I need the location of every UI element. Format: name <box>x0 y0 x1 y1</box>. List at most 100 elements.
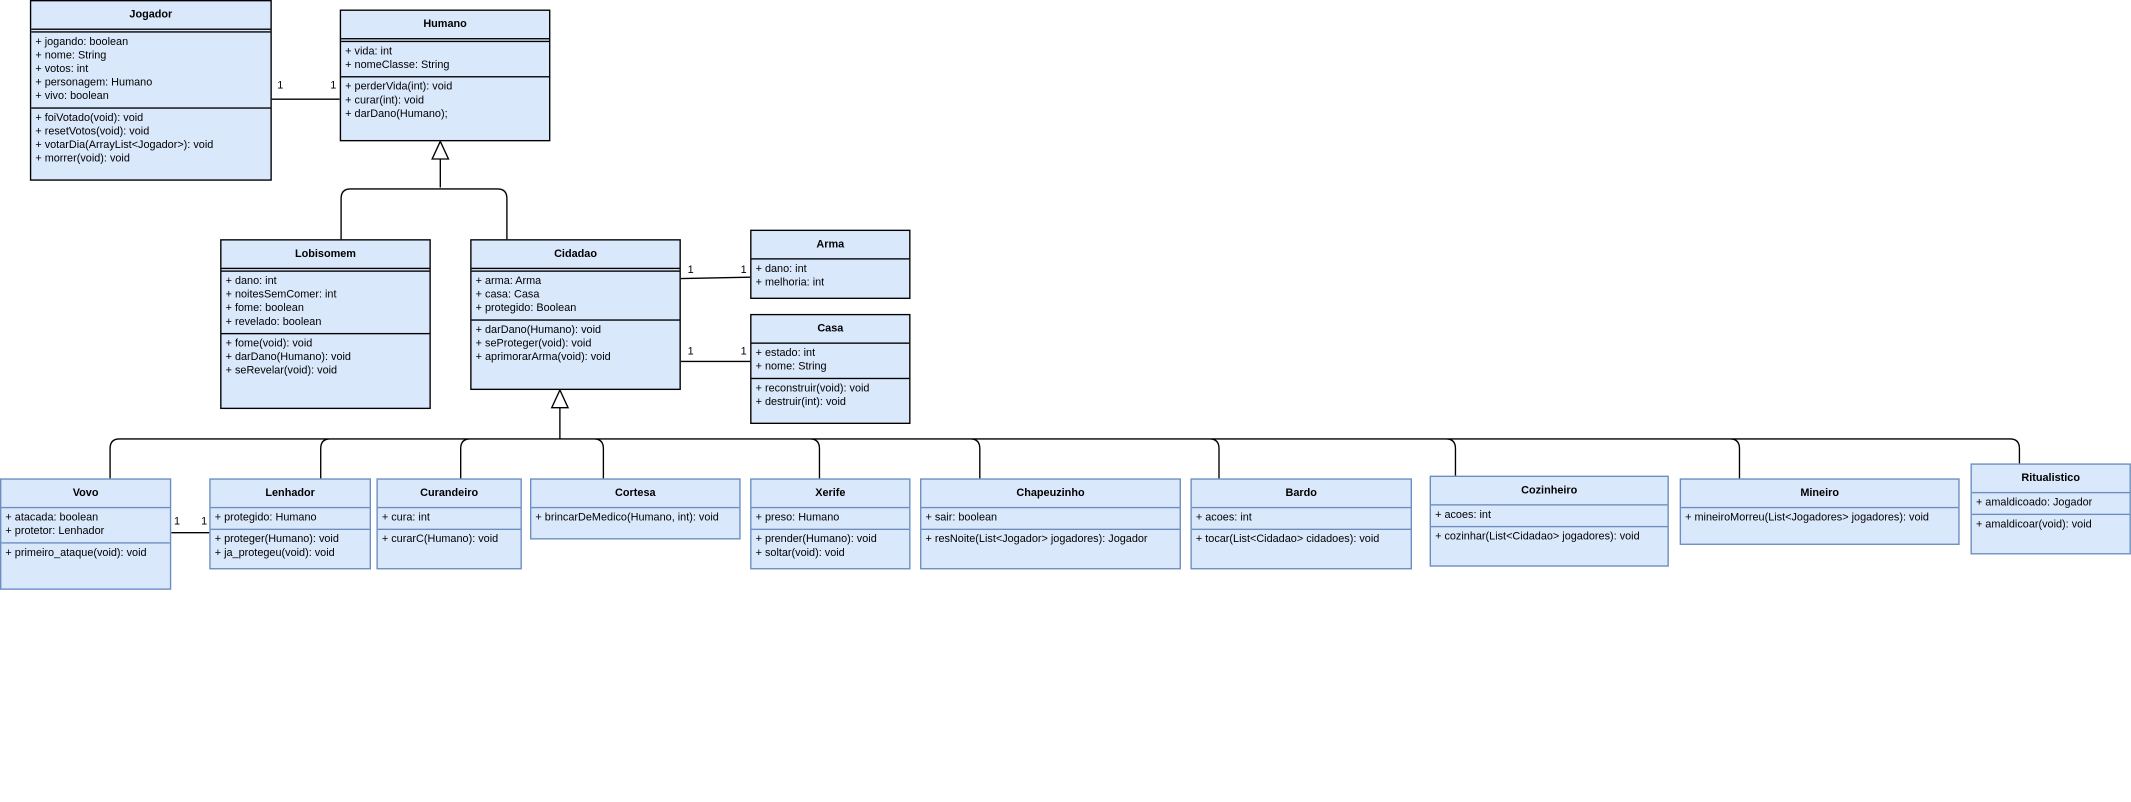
attribute: + arma: Arma <box>475 274 542 287</box>
class-casa[interactable]: Casa + estado: int + nome: String + reco… <box>750 313 911 424</box>
attribute: + vivo: boolean <box>35 89 109 102</box>
method: + resetVotos(void): void <box>35 125 150 138</box>
attribute: + cura: int <box>381 510 430 524</box>
attribute: + revelado: boolean <box>225 315 322 328</box>
method: + tocar(List<Cidadao> cidadoes): void <box>1195 532 1380 545</box>
attribute-list: + sair: boolean <box>921 508 1179 528</box>
attribute: + atacada: boolean <box>5 510 99 524</box>
attribute: + dano: int <box>225 274 277 287</box>
attribute: + protegido: Boolean <box>475 301 577 314</box>
class-xerife[interactable]: Xerife + preso: Humano + prender(Humano)… <box>750 478 911 570</box>
attribute: + protetor: Lenhador <box>5 524 105 537</box>
class-arma[interactable]: Arma + dano: int + melhoria: int <box>750 229 911 299</box>
class-name: Casa <box>817 322 844 335</box>
method: + votarDia(ArrayList<Jogador>): void <box>35 138 214 151</box>
method: + ja_protegeu(void): void <box>214 546 335 559</box>
class-name: Cortesa <box>615 486 656 499</box>
attribute-list: + vida: int + nomeClasse: String <box>341 42 549 76</box>
multiplicity-label: 1 <box>330 78 337 92</box>
class-cidadao[interactable]: Cidadao + arma: Arma + casa: Casa + prot… <box>470 239 681 391</box>
attribute: + nome: String <box>755 360 827 373</box>
method: + resNoite(List<Jogador> jogadores): Jog… <box>925 532 1148 545</box>
attribute: + preso: Humano <box>755 510 840 524</box>
class-mineiro[interactable]: Mineiro + mineiroMorreu(List<Jogadores> … <box>1679 478 1960 545</box>
method: + darDano(Humano): void <box>225 350 351 363</box>
method: + curar(int): void <box>345 93 425 106</box>
multiplicity-label: 1 <box>740 345 747 358</box>
class-lenhador[interactable]: Lenhador + protegido: Humano + proteger(… <box>209 478 371 570</box>
attribute-list: + jogando: boolean + nome: String + voto… <box>31 33 270 108</box>
method: + foiVotado(void): void <box>35 111 144 124</box>
method: + cozinhar(List<Cidadao> jogadores): voi… <box>1435 529 1640 543</box>
class-cortesa[interactable]: Cortesa + brincarDeMedico(Humano, int): … <box>529 478 741 540</box>
class-jogador[interactable]: Jogador + jogando: boolean + nome: Strin… <box>29 0 272 181</box>
method: + aprimorarArma(void): void <box>475 350 611 363</box>
method: + soltar(void): void <box>755 546 845 559</box>
attribute-list: + protegido: Humano <box>211 508 370 528</box>
attribute: + casa: Casa <box>475 288 540 301</box>
class-name: Curandeiro <box>420 486 479 499</box>
method: + primeiro_ataque(void): void <box>5 546 147 559</box>
connector-layer <box>109 98 2021 534</box>
class-name: Mineiro <box>1800 486 1839 499</box>
class-humano[interactable]: Humano + vida: int + nomeClasse: String … <box>339 9 551 142</box>
method: + seProteger(void): void <box>475 337 592 350</box>
attribute-list: + cura: int <box>378 508 521 528</box>
attribute-list: + mineiroMorreu(List<Jogadores> jogadore… <box>1681 508 1958 528</box>
class-bardo[interactable]: Bardo + acoes: int + tocar(List<Cidadao>… <box>1190 478 1412 570</box>
method: + morrer(void): void <box>35 152 130 165</box>
method-list: + foiVotado(void): void + resetVotos(voi… <box>31 109 270 170</box>
method-list: + perderVida(int): void + curar(int): vo… <box>341 77 549 125</box>
inheritance-humano-tree <box>340 158 508 241</box>
inheritance-arrow-cidadao <box>550 388 570 409</box>
method-list: + proteger(Humano): void + ja_protegeu(v… <box>211 530 370 564</box>
class-name: Chapeuzinho <box>1016 486 1085 499</box>
method: + fome(void): void <box>225 337 313 350</box>
class-curandeiro[interactable]: Curandeiro + cura: int + curarC(Humano):… <box>376 478 522 570</box>
method: + prender(Humano): void <box>755 532 877 545</box>
attribute: + brincarDeMedico(Humano, int): void <box>535 510 719 524</box>
attribute-list: + preso: Humano <box>752 508 910 528</box>
method: + amaldicoar(void): void <box>1975 517 2092 530</box>
method-list: + darDano(Humano): void + seProteger(voi… <box>472 321 680 369</box>
class-name: Humano <box>423 17 467 30</box>
method: + curarC(Humano): void <box>381 532 499 545</box>
multiplicity-label: 1 <box>277 78 284 92</box>
class-name: Lobisomem <box>294 247 356 260</box>
multiplicity-label: 1 <box>201 515 208 528</box>
method-list: + amaldicoar(void): void <box>1972 515 2130 535</box>
class-name: Vovo <box>72 486 99 499</box>
method-list: + primeiro_ataque(void): void <box>1 544 170 564</box>
attribute: + nome: String <box>35 48 107 62</box>
attribute: + acoes: int <box>1195 510 1252 524</box>
class-name: Xerife <box>815 486 846 499</box>
method: + seRevelar(void): void <box>225 364 338 377</box>
class-ritualistico[interactable]: Ritualistico + amaldicoado: Jogador + am… <box>1970 463 2131 555</box>
attribute: + nomeClasse: String <box>345 58 450 71</box>
class-name: Cozinheiro <box>1521 483 1578 497</box>
class-cozinheiro[interactable]: Cozinheiro + acoes: int + cozinhar(List<… <box>1429 475 1669 567</box>
attribute: + fome: boolean <box>225 301 304 314</box>
method-list: + cozinhar(List<Cidadao> jogadores): voi… <box>1431 527 1667 547</box>
class-name: Arma <box>816 237 845 251</box>
method: + proteger(Humano): void <box>214 532 339 545</box>
attribute: + melhoria: int <box>755 275 825 289</box>
attribute-list: + dano: int + melhoria: int <box>752 260 910 294</box>
attribute: + protegido: Humano <box>214 510 317 524</box>
method: + perderVida(int): void <box>345 80 453 93</box>
class-chapeuzinho[interactable]: Chapeuzinho + sair: boolean + resNoite(L… <box>920 478 1181 570</box>
method: + darDano(Humano): void <box>475 323 602 336</box>
attribute-list: + brincarDeMedico(Humano, int): void <box>531 508 739 528</box>
attribute-list: + arma: Arma + casa: Casa + protegido: B… <box>472 272 680 320</box>
attribute-list: + dano: int + noitesSemComer: int + fome… <box>222 272 430 333</box>
class-vovo[interactable]: Vovo + atacada: boolean + protetor: Lenh… <box>0 478 172 590</box>
attribute-list: + acoes: int <box>1192 508 1411 528</box>
method: + darDano(Humano); <box>345 107 448 120</box>
method-list: + fome(void): void + darDano(Humano): vo… <box>222 334 430 382</box>
method-list: + prender(Humano): void + soltar(void): … <box>752 530 910 564</box>
attribute-list: + acoes: int <box>1431 506 1667 526</box>
class-lobisomem[interactable]: Lobisomem + dano: int + noitesSemComer: … <box>220 239 431 410</box>
attribute: + amaldicoado: Jogador <box>1975 496 2093 509</box>
attribute: + personagem: Humano <box>35 76 153 89</box>
